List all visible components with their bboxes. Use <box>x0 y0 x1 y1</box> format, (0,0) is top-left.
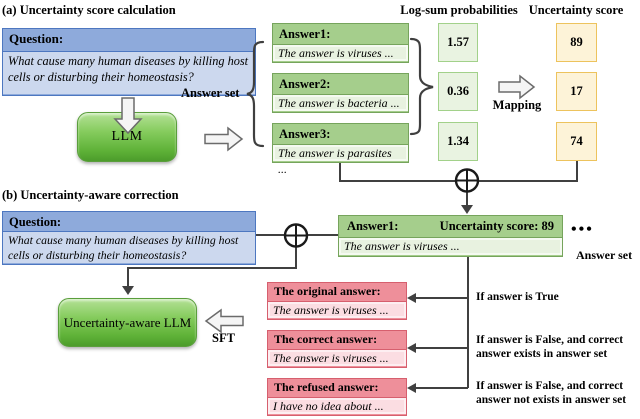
condition-label-true: If answer is True <box>476 291 559 305</box>
condition-label-false-not-exists: If answer is False, and correct answer n… <box>476 380 626 407</box>
answer-2-text: The answer is bacteria ... <box>273 94 408 111</box>
question-box-b: Question: What cause many human diseases… <box>2 211 256 265</box>
arrowhead-down-icon <box>461 205 473 214</box>
uncertainty-column-header: Uncertainty score <box>528 3 624 17</box>
condition-not-exists-line2: answer not exists in answer set <box>476 393 627 406</box>
condition-not-exists-line1: If answer is False, and correct <box>476 380 624 392</box>
question-header-b: Question: <box>3 212 255 231</box>
right-arrow-icon <box>204 126 244 152</box>
answer-3-header: Answer3: <box>273 124 408 144</box>
answer-3-text: The answer is parasites ... <box>273 144 408 176</box>
mapping-arrow-icon <box>498 74 536 100</box>
connector-score-to-plus <box>478 161 578 182</box>
ua-llm-box: Uncertainty-aware LLM <box>58 298 197 347</box>
answer-box-1: Answer1: The answer is viruses ... <box>272 23 409 63</box>
brace-right-icon <box>409 37 434 136</box>
plus-circle-a-icon <box>454 168 480 193</box>
llm-label: LLM <box>111 129 143 144</box>
correct-answer-text: The answer is viruses ... <box>268 349 406 366</box>
answer-2-header: Answer2: <box>273 74 408 94</box>
selected-answer-label: Answer1: <box>347 219 399 233</box>
correction-box-correct: The correct answer: The answer is viruse… <box>267 330 407 368</box>
selected-answer-box: Answer1: Uncertainty score: 89 The answe… <box>338 215 563 257</box>
correction-box-refused: The refused answer: I have no idea about… <box>267 378 407 416</box>
question-box-a: Question: What cause many human diseases… <box>2 28 256 96</box>
mapping-label: Mapping <box>492 98 542 112</box>
answer-1-text: The answer is viruses ... <box>273 44 408 61</box>
answer-1-header: Answer1: <box>273 24 408 44</box>
selected-answer-score: Uncertainty score: 89 <box>439 219 554 233</box>
selected-answer-header: Answer1: Uncertainty score: 89 <box>339 216 562 237</box>
refused-answer-header: The refused answer: <box>268 379 406 397</box>
condition-true-line1: If answer is True <box>476 291 559 303</box>
logsum-value-box-2: 0.36 <box>438 72 478 111</box>
condition-exists-line2: answer exists in answer set <box>476 347 608 360</box>
correct-answer-header: The correct answer: <box>268 331 406 349</box>
section-b-title: (b) Uncertainty-aware correction <box>2 188 179 202</box>
arrowhead-branch-1-icon <box>407 293 416 303</box>
condition-exists-line1: If answer is False, and correct <box>476 334 624 346</box>
original-answer-header: The original answer: <box>268 283 406 301</box>
question-text-a: What cause many human diseases by killin… <box>3 51 255 94</box>
uncertainty-value-box-1: 89 <box>556 23 597 62</box>
ellipsis: ••• <box>571 221 594 238</box>
condition-label-false-exists: If answer is False, and correct answer e… <box>476 334 623 361</box>
refused-answer-text: I have no idea about ... <box>268 397 406 414</box>
arrowhead-branch-3-icon <box>407 383 416 393</box>
selected-answer-text: The answer is viruses ... <box>339 237 562 255</box>
logsum-column-header: Log-sum probabilities <box>400 3 518 17</box>
ua-llm-label: Uncertainty-aware LLM <box>63 314 192 330</box>
plus-circle-b-icon <box>283 223 309 248</box>
answer-box-3: Answer3: The answer is parasites ... <box>272 123 409 176</box>
logsum-value-box-1: 1.57 <box>438 23 478 62</box>
question-header-a: Question: <box>3 29 255 51</box>
logsum-value-box-3: 1.34 <box>438 122 478 161</box>
sft-label: SFT <box>212 331 235 345</box>
connector-answer3-to-plus <box>339 163 456 182</box>
section-a-title: (a) Uncertainty score calculation <box>2 3 176 17</box>
arrowhead-branch-2-icon <box>407 343 416 353</box>
original-answer-text: The answer is viruses ... <box>268 301 406 318</box>
answer-set-label-a: Answer set <box>181 86 240 100</box>
sft-arrow-icon <box>204 308 244 334</box>
uncertainty-value-box-3: 74 <box>556 122 597 161</box>
answer-box-2: Answer2: The answer is bacteria ... <box>272 73 409 113</box>
arrowhead-uallm-icon <box>122 286 134 295</box>
uncertainty-value-box-2: 17 <box>556 72 597 111</box>
llm-box: LLM <box>77 112 177 162</box>
answer-set-label-b: Answer set <box>576 248 633 262</box>
correction-box-original: The original answer: The answer is virus… <box>267 282 407 320</box>
question-text-b: What cause many human diseases by killin… <box>3 231 255 263</box>
